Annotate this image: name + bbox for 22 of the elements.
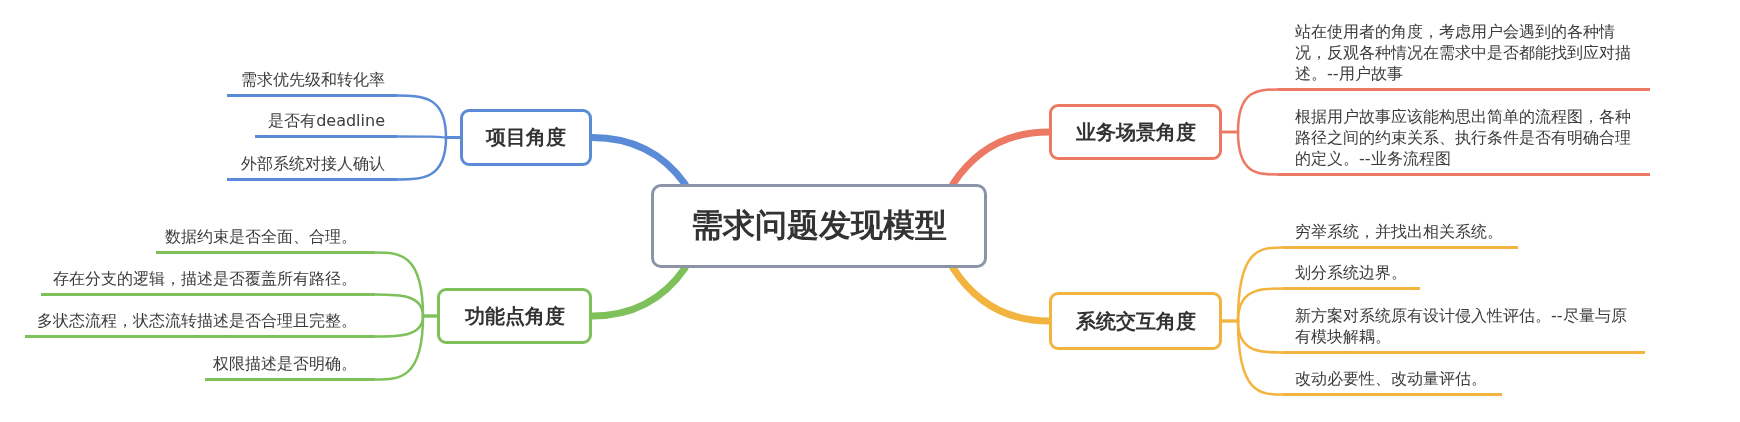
subtopic-label: 划分系统边界。: [1283, 262, 1420, 290]
subtopic-label: 多状态流程，状态流转描述是否合理且完整。: [25, 310, 375, 338]
subtopic-label: 根据用户故事应该能构思出简单的流程图，各种路径之间的约束关系、执行条件是否有明确合理的定义。--业务流程图: [1278, 104, 1650, 176]
connector-line: [1220, 130, 1280, 176]
subtopic-label: 权限描述是否明确。: [205, 353, 375, 381]
connector-line: [395, 136, 462, 181]
subtopic-label: 需求优先级和转化率: [227, 69, 397, 97]
topic-box: 项目角度: [460, 109, 592, 166]
topic-box: 业务场景角度: [1049, 104, 1222, 160]
topic-box: 系统交互角度: [1049, 292, 1222, 350]
subtopic-label: 是否有deadline: [255, 110, 397, 138]
subtopic-label: 数据约束是否全面、合理。: [156, 226, 375, 254]
connector-line: [1220, 319, 1285, 396]
topic-box: 功能点角度: [437, 288, 592, 344]
subtopic-label: 穷举系统，并找出相关系统。: [1283, 221, 1518, 249]
subtopic-label: 外部系统对接人确认: [227, 153, 397, 181]
subtopic-label: 改动必要性、改动量评估。: [1283, 368, 1502, 396]
connector-line: [373, 314, 439, 381]
central-topic-box: 需求问题发现模型: [651, 184, 987, 268]
subtopic-label: 站在使用者的角度，考虑用户会遇到的各种情况，反观各种情况在需求中是否都能找到应对描述。--用户故事: [1278, 19, 1650, 91]
subtopic-label: 新方案对系统原有设计侵入性评估。--尽量与原有模块解耦。: [1283, 303, 1645, 354]
subtopic-label: 存在分支的逻辑，描述是否覆盖所有路径。: [41, 268, 375, 296]
